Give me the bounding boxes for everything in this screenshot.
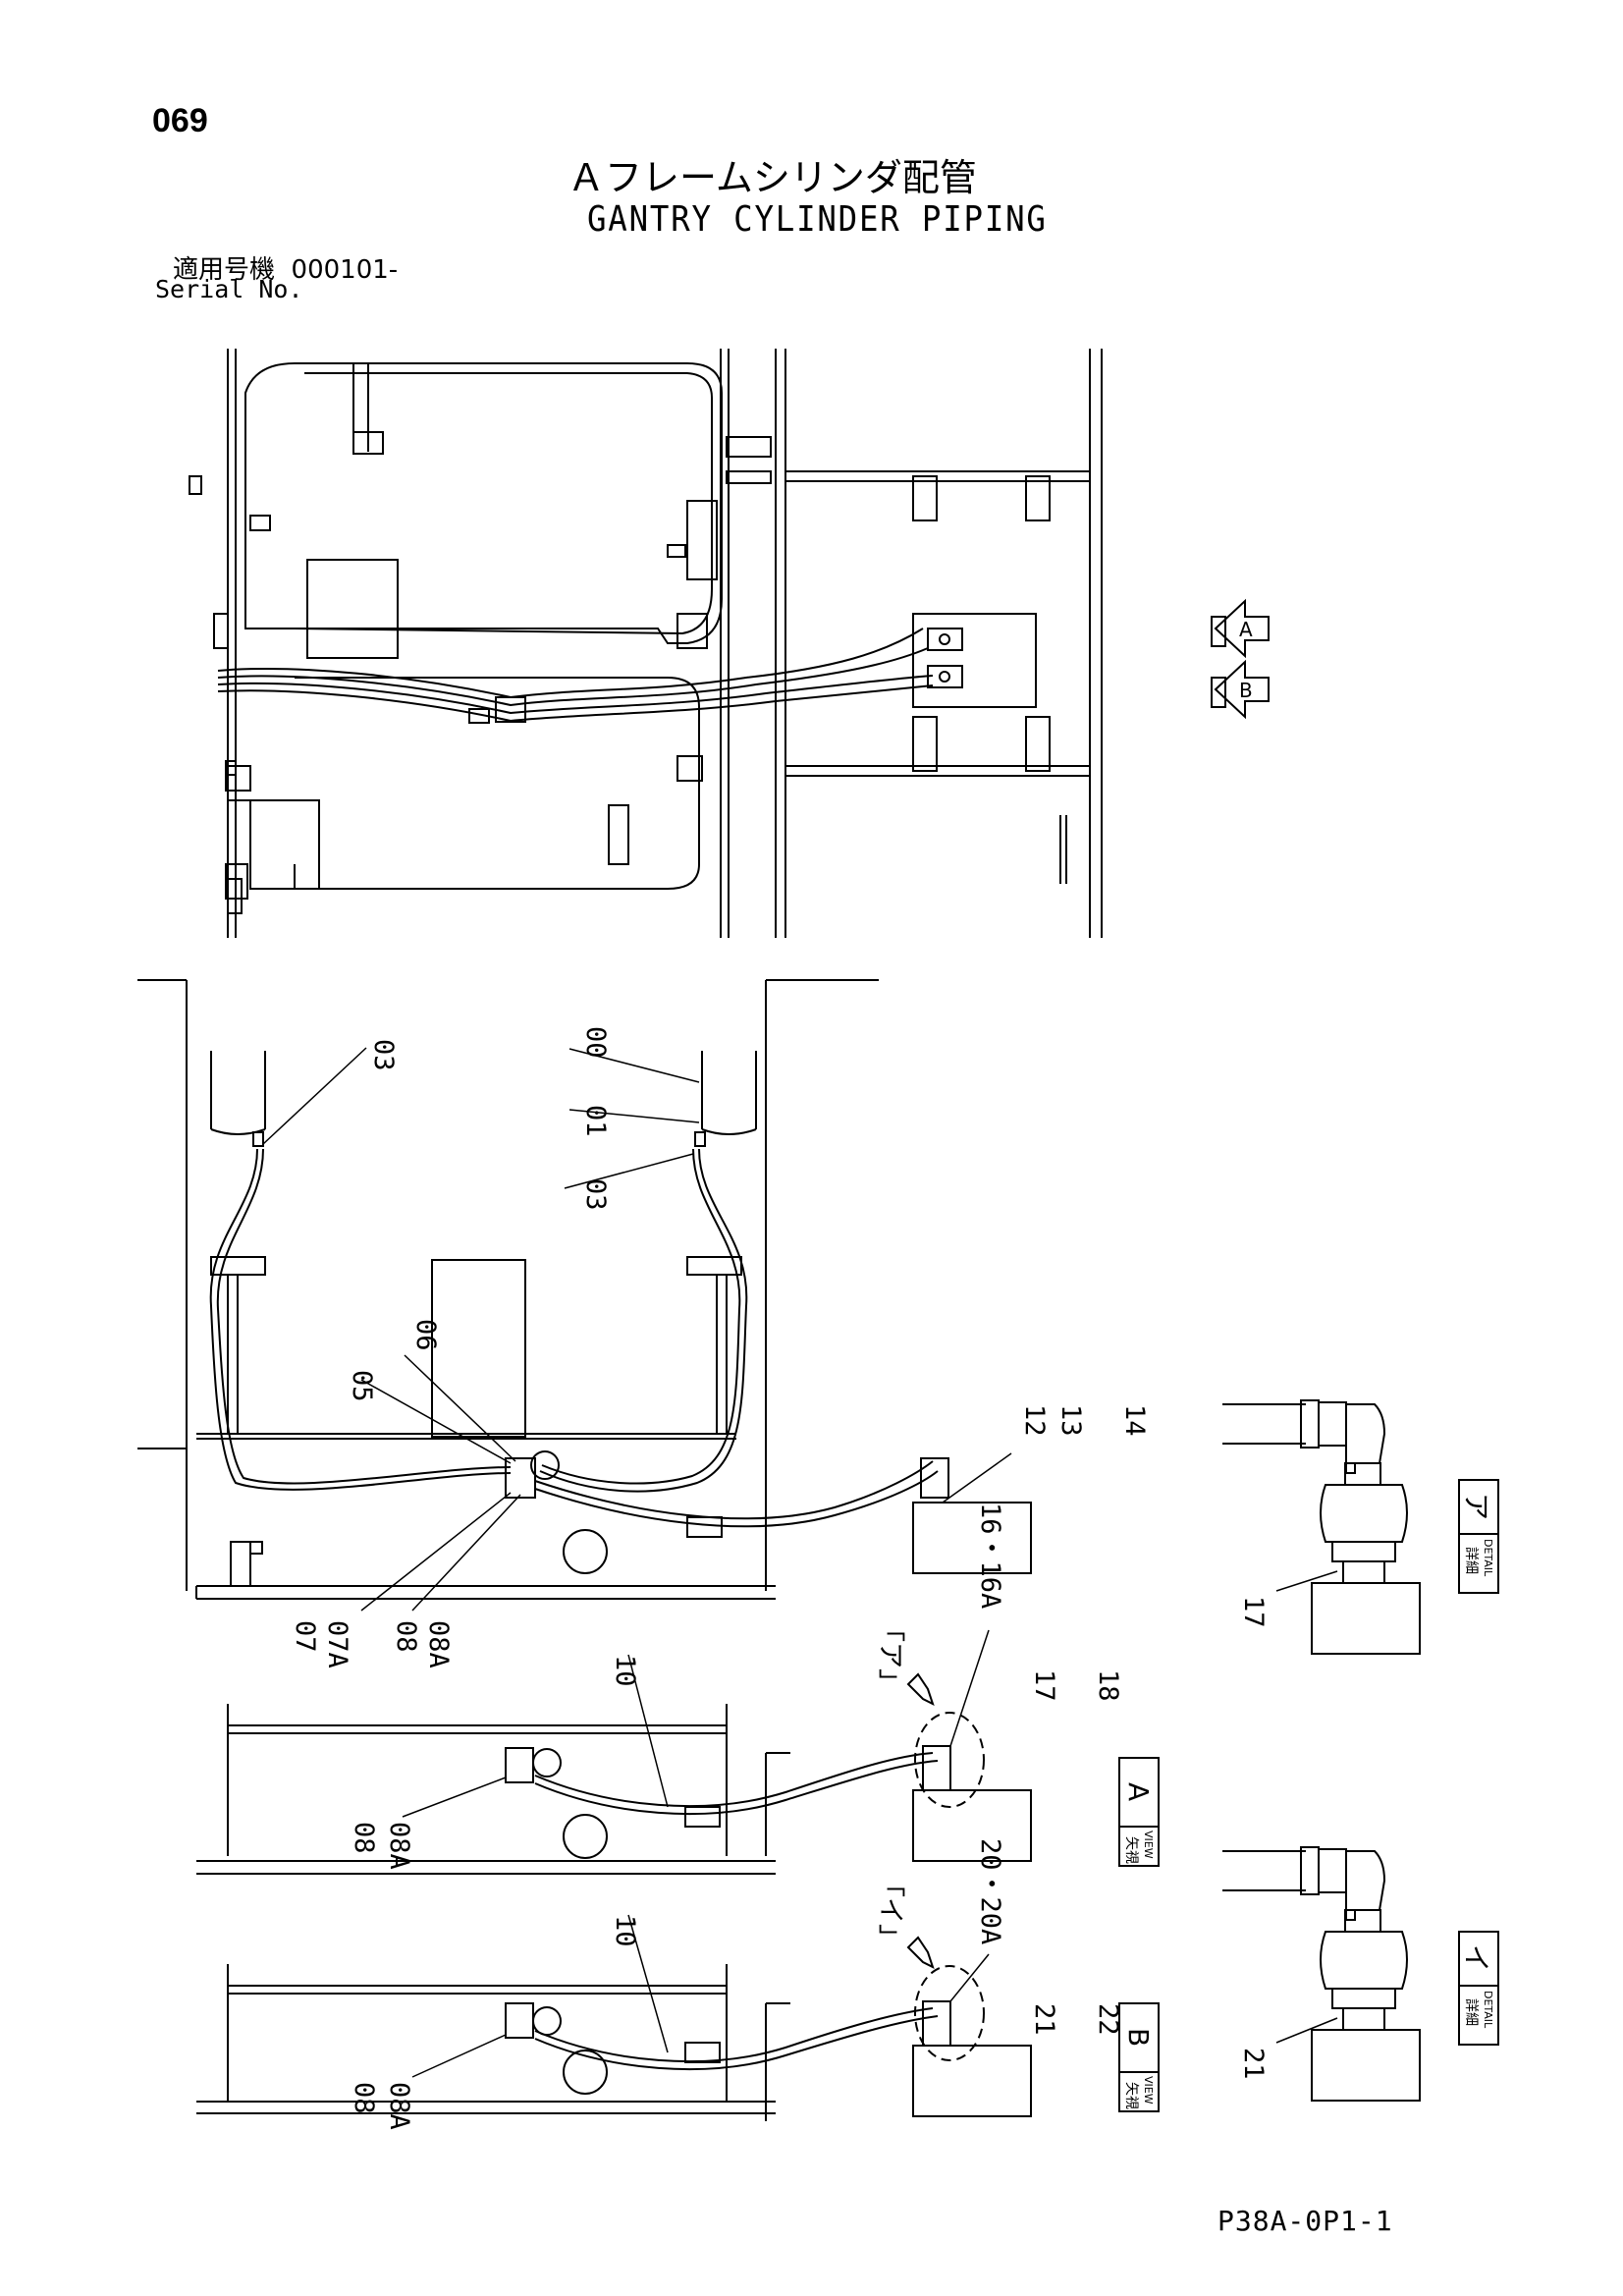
detail-box-b-en: DETAIL (1482, 1991, 1494, 2029)
detail-box-b-jp: 詳細 (1463, 1998, 1479, 2026)
label-13: 13 (1055, 1404, 1086, 1437)
view-box-a-en: VIEW (1142, 1831, 1155, 1859)
view-marker-b-letter: B (1239, 679, 1253, 702)
detail-box-b-letter: イ (1460, 1944, 1492, 1972)
serial-row: 適用号機 000101- (173, 249, 398, 286)
label-07: 07 (290, 1620, 320, 1653)
title-japanese: Ａフレームシリンダ配管 (568, 156, 977, 199)
detail-box-b-frame (1458, 1931, 1499, 2046)
label-10-view-b: 10 (610, 1915, 640, 1947)
detail-b-fitting (1222, 1846, 1421, 2102)
label-17: 17 (1029, 1669, 1059, 1702)
serial-label-jp: 適用号機 (173, 255, 276, 285)
top-plan-view (189, 349, 1103, 938)
leader-lines-main (262, 1047, 1012, 1612)
document-code: P38A-0P1-1 (1217, 2205, 1393, 2237)
view-marker-a (1211, 598, 1270, 659)
label-08: 08 (391, 1620, 421, 1653)
leader-lines-view-a (402, 1629, 990, 1818)
label-06: 06 (410, 1319, 441, 1351)
view-box-a-jp: 矢視 (1123, 1836, 1139, 1864)
label-03-right: 03 (580, 1178, 611, 1211)
detail-box-a-letter: ア (1460, 1493, 1492, 1520)
label-16-16a: 16・16A (975, 1503, 1005, 1609)
title-english: GANTRY CYLINDER PIPING (587, 199, 1048, 240)
leader-lines-view-b (411, 1914, 990, 2078)
view-box-b-jp: 矢視 (1123, 2082, 1139, 2109)
label-00: 00 (580, 1026, 611, 1059)
label-08-view-a: 08 (349, 1822, 379, 1854)
view-box-a-letter: A (1122, 1782, 1155, 1801)
label-14: 14 (1119, 1404, 1150, 1437)
label-08a-view-b: 08A (384, 2082, 414, 2130)
leader-detail-a (1275, 1570, 1338, 1592)
label-18: 18 (1093, 1669, 1123, 1702)
view-marker-b (1211, 659, 1270, 720)
view-box-b-en: VIEW (1142, 2076, 1155, 2105)
label-22: 22 (1093, 2003, 1123, 2036)
label-01: 01 (580, 1105, 611, 1137)
label-ref-b: 「イ」 (875, 1871, 905, 1950)
label-08a-view-a: 08A (384, 1822, 414, 1870)
serial-value: 000101- (291, 255, 399, 285)
label-ref-a: 「ア」 (875, 1615, 905, 1695)
detail-box-a-frame (1458, 1479, 1499, 1594)
view-box-b-frame (1118, 2002, 1160, 2112)
detail-box-a-en: DETAIL (1482, 1539, 1494, 1577)
view-marker-a-letter: A (1239, 618, 1253, 641)
detail-a-fitting (1222, 1399, 1421, 1655)
label-detail-17: 17 (1238, 1596, 1269, 1628)
label-05: 05 (347, 1370, 377, 1402)
main-piping-view (137, 979, 1032, 1600)
label-10-view-a: 10 (610, 1655, 640, 1687)
leader-detail-b (1275, 2017, 1338, 2044)
label-21: 21 (1029, 2003, 1059, 2036)
label-07a: 07A (322, 1620, 352, 1668)
label-08a: 08A (423, 1620, 454, 1668)
view-box-b-letter: B (1122, 2028, 1155, 2047)
view-box-a-frame (1118, 1757, 1160, 1867)
label-detail-21: 21 (1238, 2048, 1269, 2080)
view-a-drawing (196, 1672, 1032, 1875)
detail-box-a-jp: 詳細 (1463, 1547, 1479, 1574)
label-12: 12 (1019, 1404, 1050, 1437)
label-08-view-b: 08 (349, 2082, 379, 2114)
serial-label-en: Serial No. (155, 275, 303, 303)
label-20-20a: 20・20A (975, 1838, 1005, 1944)
page-number: 069 (152, 102, 208, 139)
label-03-left: 03 (368, 1039, 399, 1071)
view-b-drawing (196, 1936, 1032, 2121)
